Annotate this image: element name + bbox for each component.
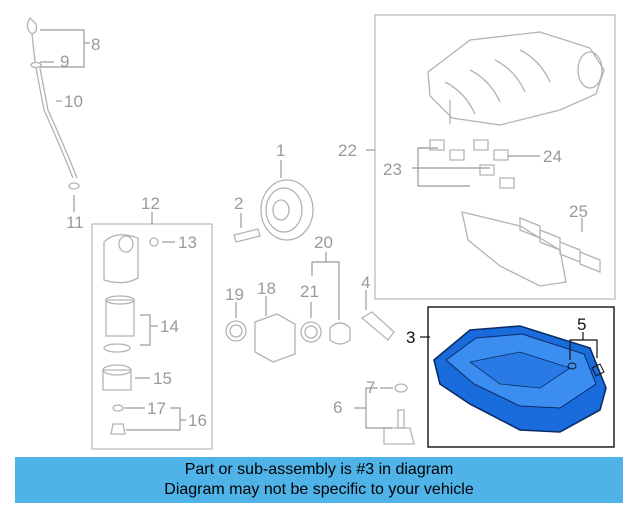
callout-13: 13 xyxy=(178,233,197,252)
callout-19: 19 xyxy=(225,285,244,304)
banner-line-1: Part or sub-assembly is #3 in diagram xyxy=(184,461,454,478)
oil-pan-highlighted xyxy=(420,325,607,433)
callout-15: 15 xyxy=(153,369,172,388)
crank-pulley-drawing xyxy=(233,160,314,243)
callout-23: 23 xyxy=(383,160,402,179)
callout-16: 16 xyxy=(188,411,207,430)
callout-6: 6 xyxy=(333,398,342,417)
callout-21: 21 xyxy=(300,282,319,301)
callout-12: 12 xyxy=(141,194,160,213)
callout-4: 4 xyxy=(361,273,370,292)
callout-18: 18 xyxy=(257,279,276,298)
banner-line-2: Diagram may not be specific to your vehi… xyxy=(164,481,474,498)
misc-parts-drawing xyxy=(225,252,395,363)
oil-pan-group-box xyxy=(427,306,615,448)
callout-5: 5 xyxy=(577,315,586,334)
callout-14: 14 xyxy=(160,317,179,336)
callout-25: 25 xyxy=(569,202,588,221)
intake-manifold-group-box xyxy=(374,14,616,300)
intake-manifold-drawing xyxy=(366,31,605,287)
callout-20: 20 xyxy=(314,233,333,252)
dipstick-drawing xyxy=(26,16,90,212)
sensor-drawing xyxy=(354,383,415,445)
callout-24: 24 xyxy=(543,147,562,166)
callout-2: 2 xyxy=(234,194,243,213)
callout-17: 17 xyxy=(147,399,166,418)
oil-filter-drawing xyxy=(102,212,186,435)
callout-11: 11 xyxy=(66,213,84,232)
callout-1: 1 xyxy=(276,141,285,160)
callout-10: 10 xyxy=(64,92,83,111)
callout-3: 3 xyxy=(406,328,415,347)
callout-22: 22 xyxy=(338,141,357,160)
callout-7: 7 xyxy=(366,378,375,397)
callout-9: 9 xyxy=(60,52,69,71)
callout-8: 8 xyxy=(91,35,100,54)
info-banner: Part or sub-assembly is #3 in diagram Di… xyxy=(15,457,623,503)
